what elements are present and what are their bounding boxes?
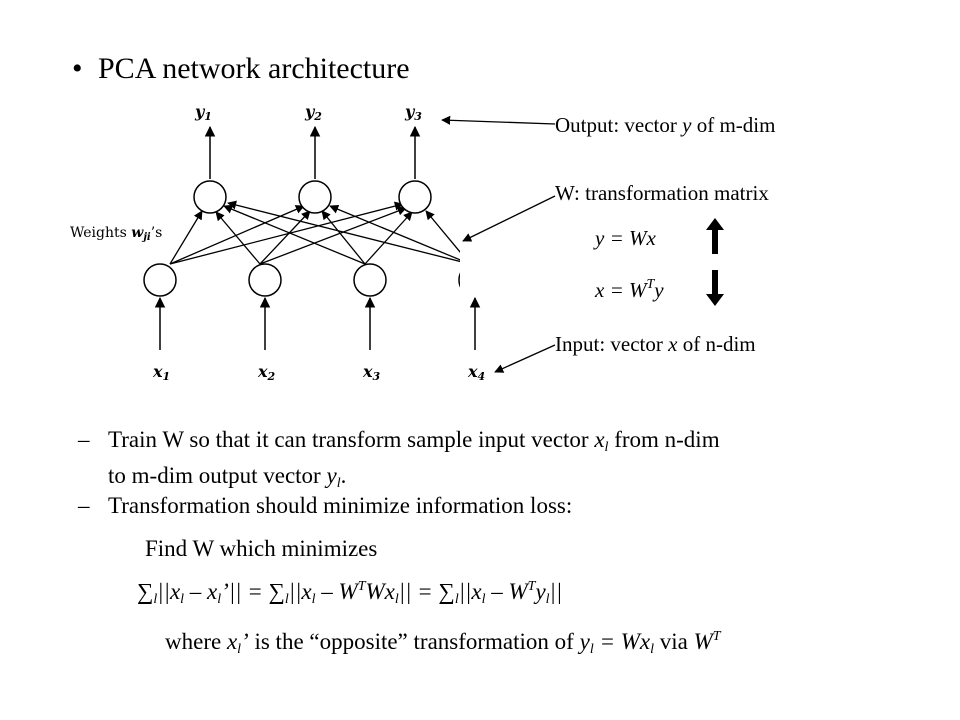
forward-equation: y = Wx [595,226,656,250]
bullet-minimize: –Transformation should minimize informat… [78,493,573,518]
up-arrow-icon [706,218,724,254]
input-label-x2: x2 [257,362,276,383]
input-node [353,263,387,297]
weight-connection [169,201,404,265]
output-node [298,180,332,214]
backward-equation: x = WTy [595,277,664,302]
input-annotation: Input: vector x of n-dim [555,332,756,356]
weight-connection [169,205,305,265]
weight-connection [169,210,203,265]
input-node [248,263,282,297]
matrix-annotation: W: transformation matrix [555,181,769,205]
pca-network-diagram: y1 y2 y3 x1 x2 x3 Weights wji’s [70,102,460,383]
output-label-y3: y3 [404,102,422,123]
annotation-pointers [441,115,556,373]
output-node [398,180,432,214]
objective-formula: ∑l||xl – xl’|| = ∑l||xl – WTWxl|| = ∑l||… [137,579,563,607]
output-annotation: Output: vector y of m-dim [555,113,776,137]
matrix-pointer-line [462,195,556,242]
input-node [143,263,177,297]
weight-connection [259,206,407,265]
slide-title-text: PCA network architecture [98,52,410,85]
weight-connection [227,200,460,263]
weight-connection [329,204,460,261]
slide-title: •PCA network architecture [72,52,410,85]
weights-label: Weights wji’s [70,225,162,243]
weight-connection [425,210,460,253]
down-arrow-icon [706,270,724,306]
where-line: where xl’ is the “opposite” transformati… [165,629,721,657]
output-node [193,180,227,214]
weight-connection [223,204,366,265]
output-label-y2: y2 [304,102,322,123]
weight-connection [215,211,261,265]
weight-connection [364,211,413,265]
input-label-x1: x1 [152,362,170,383]
bullet-minimize-text: Transformation should minimize informati… [108,493,573,518]
input-x4-group: x4 [467,296,485,383]
input-node [458,272,460,288]
weight-connection [321,210,366,265]
bullet-train: –Train W so that it can transform sample… [78,427,720,491]
output-label-y1: y1 [194,102,212,123]
input-pointer-line [494,344,556,373]
output-pointer-line [441,115,556,125]
find-line: Find W which minimizes [145,536,378,561]
weight-connection [259,210,311,265]
input-label-x3: x3 [362,362,381,383]
